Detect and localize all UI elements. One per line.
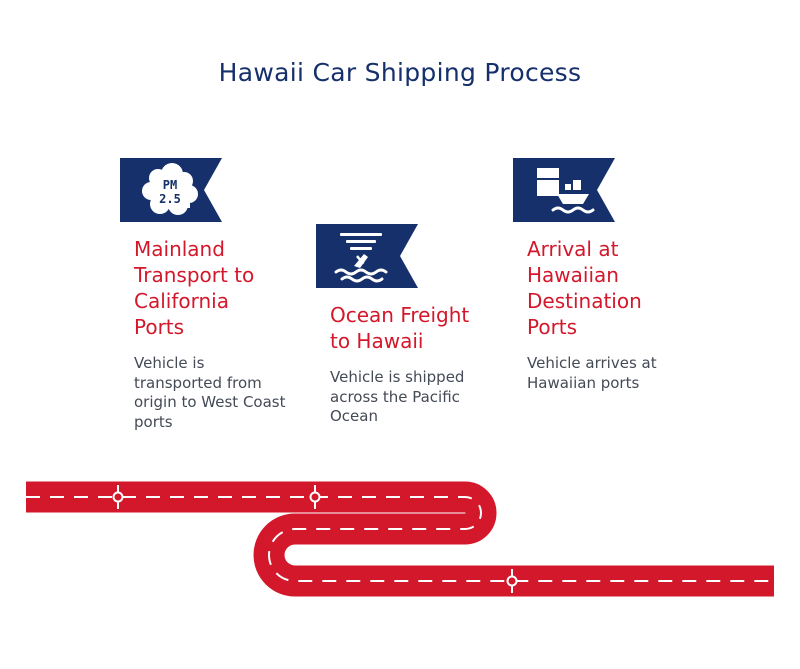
step-description: Vehicle is shipped across the Pacific Oc… [330, 368, 465, 425]
cargo-ship-icon [537, 168, 595, 214]
step-banner [316, 224, 418, 288]
step-ocean-freight: Ocean Freight to Hawaii Vehicle is shipp… [316, 224, 476, 427]
page-title: Hawaii Car Shipping Process [218, 58, 582, 87]
step-arrival-hawaii: Arrival at Hawaiian Destination Ports Ve… [513, 158, 673, 393]
milestone-marker [309, 485, 321, 509]
step-mainland-transport: PM 2.5 Mainland Transport to California … [120, 158, 286, 432]
milestone-marker [112, 485, 124, 509]
step-description: Vehicle is transported from origin to We… [134, 354, 286, 431]
step-heading: Arrival at Hawaiian Destination Ports [527, 237, 642, 339]
milestone-marker [506, 569, 518, 593]
step-banner [513, 158, 615, 222]
ship-sinking-icon [334, 233, 388, 283]
step-description: Vehicle arrives at Hawaiian ports [527, 354, 657, 392]
step-heading: Ocean Freight to Hawaii [330, 303, 470, 353]
pm-value: 2.5 [159, 192, 181, 206]
road-center-line [26, 496, 774, 582]
step-heading: Mainland Transport to California Ports [134, 237, 255, 339]
pm-label: PM [163, 178, 177, 192]
road-surface [26, 481, 774, 597]
step-banner: PM 2.5 [120, 158, 222, 222]
pm25-cloud-icon: PM 2.5 [142, 163, 198, 215]
